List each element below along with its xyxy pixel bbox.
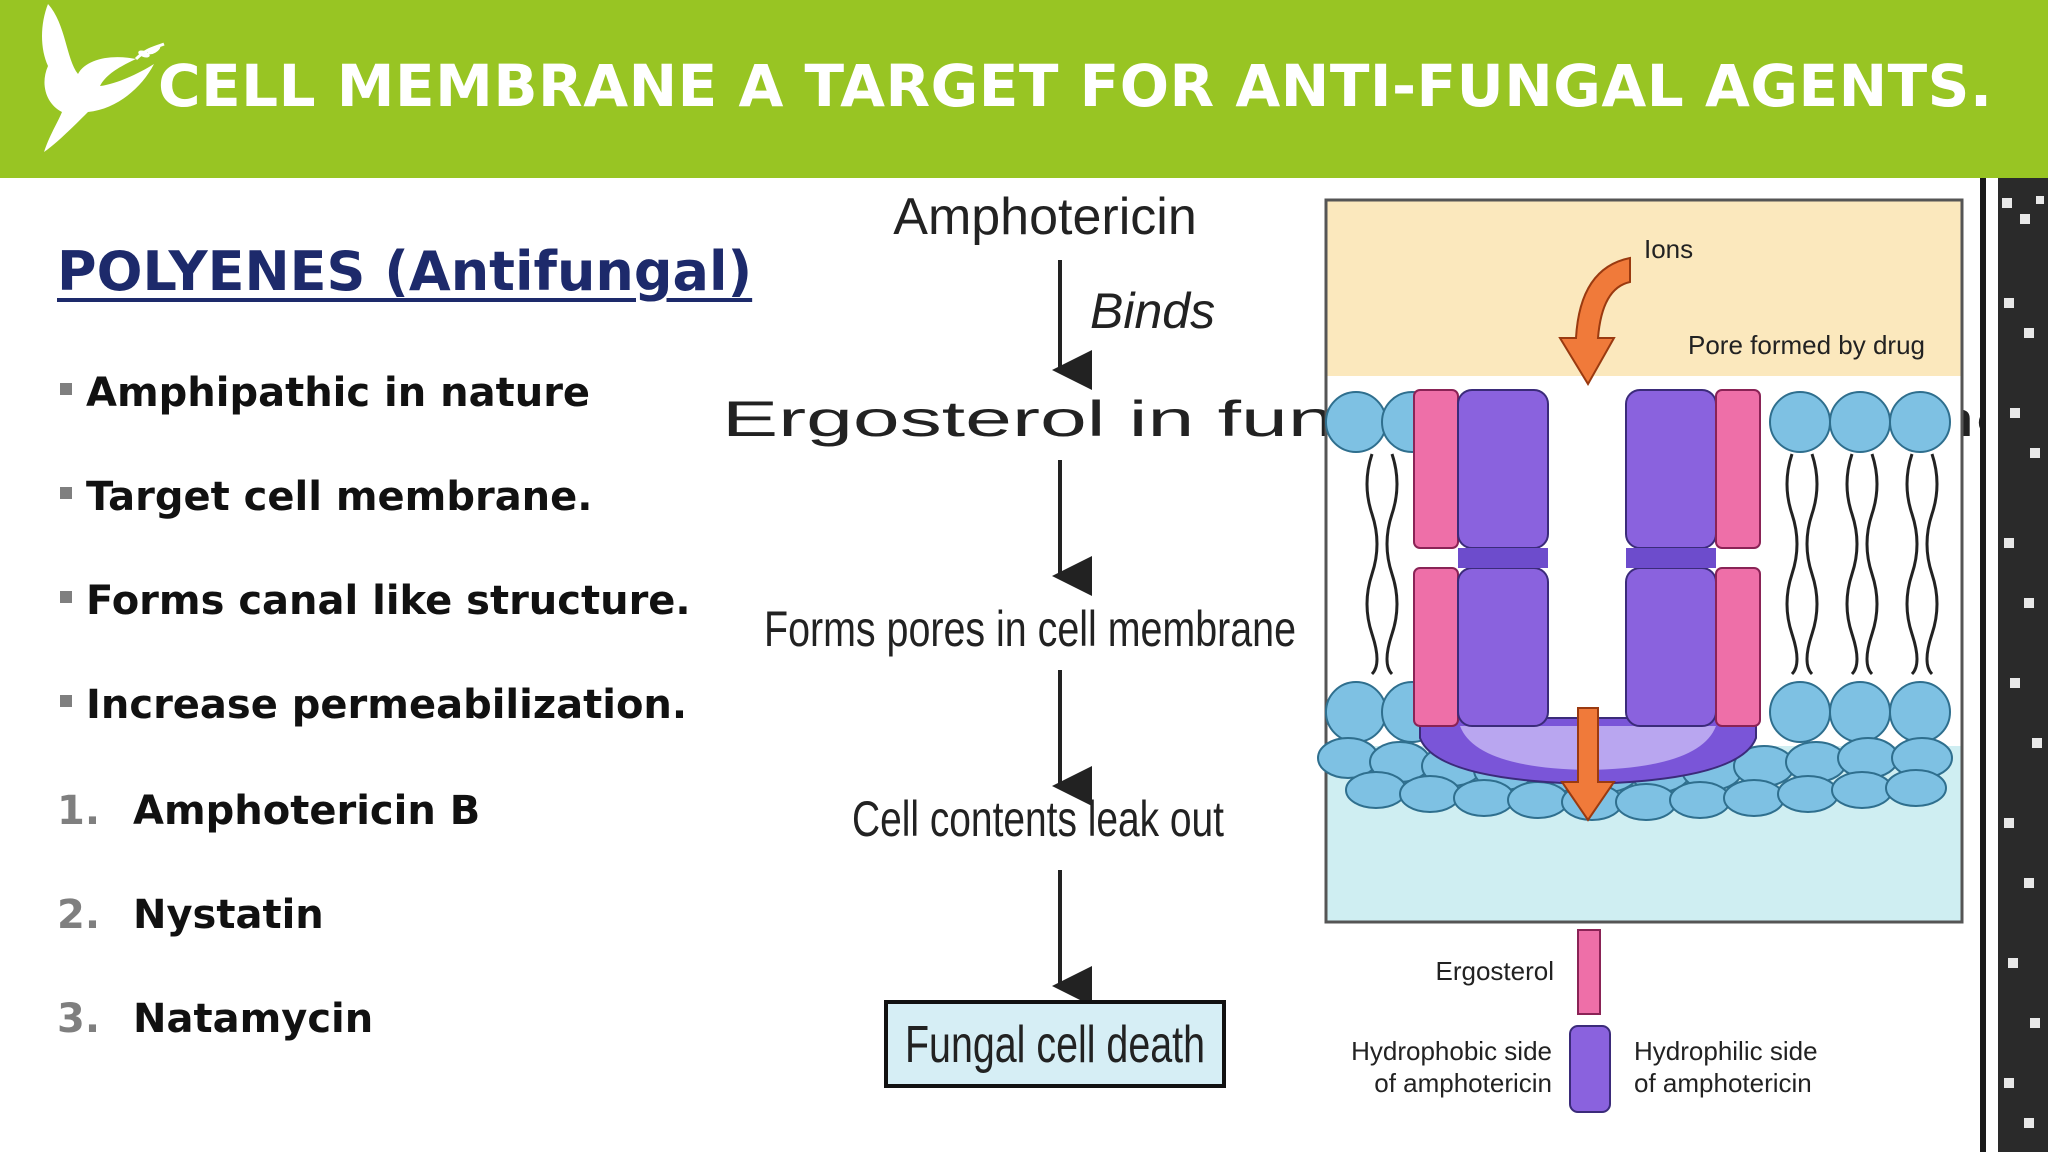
mechanism-figure: Amphotericin Binds Ergosterol in fungal …	[722, 188, 1990, 1113]
flow-start-label: Amphotericin	[893, 188, 1196, 246]
legend: Ergosterol Hydrophobic side of amphoteri…	[1351, 929, 1818, 1113]
legend-ergosterol-swatch	[1577, 929, 1601, 1015]
ions-label: Ions	[1644, 234, 1693, 264]
flow-step-pores: Forms pores in cell membrane	[764, 601, 1296, 657]
amphotericin-block	[1625, 389, 1717, 549]
legend-hydrophobic-label: Hydrophobic side	[1351, 1036, 1552, 1066]
bullet-item: Amphipathic in nature	[60, 370, 590, 416]
drug-name: Nystatin	[133, 892, 324, 938]
lipid-tails	[1365, 453, 1939, 676]
membrane-pore-diagram: Ions Pore formed by drug Ergosterol Hydr…	[1317, 198, 1964, 1113]
amphotericin-block	[1457, 567, 1549, 727]
pore-label: Pore formed by drug	[1688, 330, 1925, 360]
square-bullet-icon	[60, 591, 72, 603]
amphotericin-block	[1457, 389, 1549, 549]
lipid-heads-bottom	[1317, 681, 1953, 821]
list-number: 3.	[57, 996, 101, 1042]
list-number: 1.	[57, 788, 101, 834]
square-bullet-icon	[60, 383, 72, 395]
ergosterol-block	[1715, 567, 1761, 727]
ions-inflow-arrow	[1558, 256, 1631, 386]
diagram-frame	[1324, 198, 1964, 924]
amphotericin-link	[1626, 548, 1716, 568]
decorative-edge-strip	[1980, 178, 2048, 1152]
bullet-item: Forms canal like structure.	[60, 578, 691, 624]
drug-name: Amphotericin B	[133, 788, 481, 834]
extracellular-region	[1326, 200, 1962, 376]
amphotericin-block	[1625, 567, 1717, 727]
bullet-item: Increase permeabilization.	[60, 682, 687, 728]
flow-end-label: Fungal cell death	[905, 1016, 1205, 1074]
ergosterol-block	[1413, 567, 1459, 727]
drug-name: Natamycin	[133, 996, 374, 1042]
square-bullet-icon	[60, 487, 72, 499]
flow-end-box	[884, 1000, 1226, 1088]
ergosterol-block	[1413, 389, 1459, 549]
section-heading: POLYENES (Antifungal)	[57, 240, 753, 303]
legend-amphotericin-swatch	[1569, 1025, 1611, 1113]
ions-outflow-arrow	[1560, 707, 1616, 822]
square-bullet-icon	[60, 695, 72, 707]
flow-binds-label: Binds	[1090, 283, 1215, 339]
legend-hydrophobic-label: of amphotericin	[1374, 1068, 1552, 1098]
legend-hydrophilic-label: Hydrophilic side	[1634, 1036, 1818, 1066]
dove-icon	[42, 4, 165, 152]
amphotericin-link	[1458, 548, 1548, 568]
legend-ergosterol-label: Ergosterol	[1436, 956, 1555, 986]
legend-hydrophilic-label: of amphotericin	[1634, 1068, 1812, 1098]
slide-title: CELL MEMBRANE A TARGET FOR ANTI-FUNGAL A…	[158, 52, 1993, 120]
bullet-item: Target cell membrane.	[60, 474, 592, 520]
flow-step-leak: Cell contents leak out	[852, 791, 1224, 847]
list-number: 2.	[57, 892, 101, 938]
ergosterol-block	[1715, 389, 1761, 549]
title-bar: CELL MEMBRANE A TARGET FOR ANTI-FUNGAL A…	[0, 0, 2048, 178]
